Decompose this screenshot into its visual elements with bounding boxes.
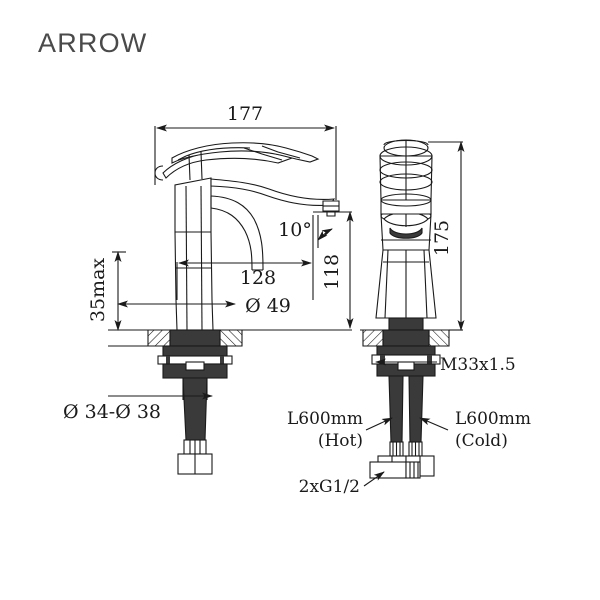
callout-hose-hot xyxy=(365,417,393,431)
callout-label-g12: 2xG1/2 xyxy=(299,477,360,497)
dimension-angle-10 xyxy=(317,215,333,248)
dimension-label-angle-10: 10° xyxy=(278,219,312,241)
callout-label-hose-hot: L600mm xyxy=(287,409,363,429)
dimension-177 xyxy=(154,124,337,200)
dimension-35max xyxy=(108,251,150,347)
brand-title: ARROW xyxy=(38,28,148,58)
dimension-label-118: 118 xyxy=(321,254,343,290)
callout-label-m33: M33x1.5 xyxy=(440,355,516,375)
callout-label-hose-cold-sub: (Cold) xyxy=(455,431,508,451)
dimension-label-35max: 35max xyxy=(87,258,109,323)
dimension-label-49: Ø 49 xyxy=(245,295,291,317)
callout-label-hose-cold: L600mm xyxy=(455,409,531,429)
front-view-faucet xyxy=(360,139,452,479)
dimension-128 xyxy=(176,215,314,300)
dimension-175 xyxy=(428,141,465,331)
dimension-118 xyxy=(242,211,354,331)
callout-label-hose-hot-sub: (Hot) xyxy=(318,431,363,451)
dimension-label-34-38: Ø 34-Ø 38 xyxy=(63,401,161,423)
dimension-label-175: 175 xyxy=(431,220,453,256)
side-view-faucet xyxy=(118,142,352,475)
dimension-label-128: 128 xyxy=(240,267,276,289)
callout-g12 xyxy=(363,471,385,487)
callout-hose-cold xyxy=(419,417,449,431)
dimension-label-177: 177 xyxy=(227,103,263,125)
dimension-34-38 xyxy=(108,378,213,400)
